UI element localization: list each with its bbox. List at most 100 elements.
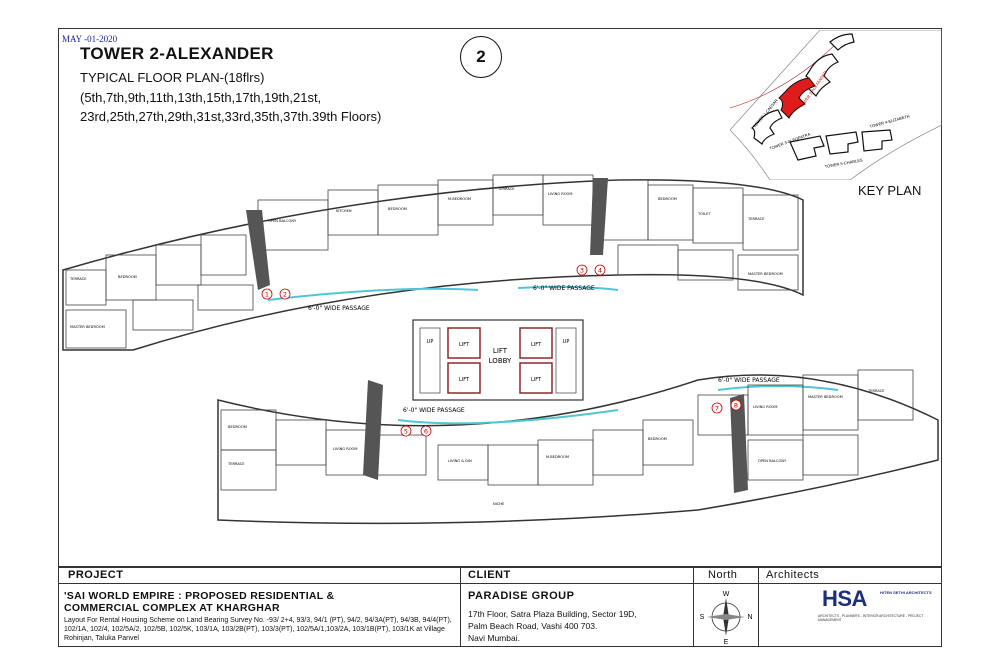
title-block: PROJECT CLIENT North Architects 'SAI WOR… <box>58 566 942 647</box>
client-name: PARADISE GROUP <box>468 590 575 602</box>
title-block-divider-1 <box>460 566 461 647</box>
flat-marker-8: 8 <box>734 402 738 410</box>
room-label: TERRACE <box>867 389 885 393</box>
room-label: KITCHEN <box>336 209 352 213</box>
compass-bottom-label: E <box>724 639 729 646</box>
room-label: BEDROOM <box>658 197 677 201</box>
architects-label: Architects <box>766 569 820 581</box>
tower-2-shape-highlighted <box>778 77 816 119</box>
architect-logo-mark: HSA <box>822 586 867 611</box>
room-label: TERRACE <box>227 462 245 466</box>
title-block-top-line <box>58 566 942 568</box>
room-label: TERRACE <box>747 217 765 221</box>
room-label: NICHE <box>493 502 505 506</box>
room-label: MASTER BEDROOM <box>70 325 105 329</box>
flat-marker-6: 6 <box>424 428 428 436</box>
upper-left-shaft <box>246 210 270 290</box>
key-plan-label: KEY PLAN <box>858 183 922 198</box>
architect-tagline: ARCHITECTS - PLANNERS - INTERIOR ARCHITE… <box>818 614 924 622</box>
room-label: BEDROOM <box>388 207 407 211</box>
flat-marker-5: 5 <box>404 428 408 436</box>
key-plan-diagram: TOWER 1-CAESAR TOWER 2-ALEXANDER TOWER 3… <box>730 30 942 180</box>
room-label: OPEN BALCONY <box>758 459 787 463</box>
passage-label-1: 6'-0" WIDE PASSAGE <box>308 305 370 312</box>
project-name-line-2: COMMERCIAL COMPLEX AT KHARGHAR <box>64 602 280 614</box>
room-labels: TERRACE BEDROOM MASTER BEDROOM OPEN BALC… <box>69 187 885 506</box>
stair-up-label-right: UP <box>563 339 570 345</box>
flat-marker-2: 2 <box>283 291 287 299</box>
flat-marker-4: 4 <box>598 267 602 275</box>
room-label: BEDROOM <box>228 425 247 429</box>
lift-label-1: LIFT <box>459 342 470 348</box>
title-block-header-line <box>58 583 942 584</box>
room-label: LIVING ROOM <box>548 192 572 196</box>
flat-markers: 1 2 3 4 5 6 7 8 <box>261 264 742 437</box>
compass-icon: W E S N <box>700 591 753 646</box>
title-block-divider-2 <box>693 566 694 647</box>
sheet-number: 2 <box>460 36 502 78</box>
room-label: BEDROOM <box>118 275 137 279</box>
client-address-line-3: Navi Mumbai. <box>468 633 520 643</box>
room-label: BEDROOM <box>648 437 667 441</box>
key-plan-tower-4-label: TOWER 4-ELIZABETH <box>869 113 910 129</box>
room-label: M.BEDROOM <box>448 197 471 201</box>
lift-label-2: LIFT <box>459 377 470 383</box>
key-plan-tower-5-label: TOWER 5-CHARLES <box>824 157 863 169</box>
tower-4-shape <box>789 129 893 161</box>
passage-line-upper-left <box>267 287 479 301</box>
client-address: 17th Floor, Satra Plaza Building, Sector… <box>468 608 698 644</box>
upper-wing-rooms <box>65 174 799 349</box>
lift-label-3: LIFT <box>531 342 542 348</box>
room-label: MASTER BEDROOM <box>808 395 843 399</box>
passage-line-lower-right <box>717 385 839 391</box>
lift-lobby-label-2: LOBBY <box>489 357 512 365</box>
staircase-right <box>555 327 577 394</box>
floor-list-line-1: (5th,7th,9th,11th,13th,15th,17th,19th,21… <box>80 90 322 105</box>
passage-label-3: 6'-0" WIDE PASSAGE <box>403 407 465 414</box>
title-block-divider-3 <box>758 566 759 647</box>
room-label: TERRACE <box>69 277 87 281</box>
key-plan-road <box>730 39 841 109</box>
lower-left-shaft <box>363 380 383 480</box>
staircase-left <box>419 327 441 394</box>
room-label: LIVING ROOM <box>333 447 357 451</box>
compass-top-label: W <box>723 591 730 598</box>
lift-2 <box>447 362 481 394</box>
flat-marker-3: 3 <box>580 267 584 275</box>
drawing-sheet-border <box>58 28 942 647</box>
project-description: Layout For Rental Housing Scheme on Land… <box>64 617 452 642</box>
architect-logo: HSA HITEN SETHI ARCHITECTS ARCHITECTS - … <box>818 586 936 642</box>
lift-4 <box>519 362 553 394</box>
flat-marker-1: 1 <box>265 291 269 299</box>
room-label: MASTER BEDROOM <box>748 272 783 276</box>
passage-line-upper-right <box>517 285 619 291</box>
lift-1 <box>447 327 481 359</box>
upper-wing-outline <box>62 179 804 351</box>
drawing-subtitle: TYPICAL FLOOR PLAN-(18flrs) <box>80 70 265 85</box>
project-name: 'SAI WORLD EMPIRE : PROPOSED RESIDENTIAL… <box>64 590 454 614</box>
flat-marker-7: 7 <box>715 405 719 413</box>
lift-3 <box>519 327 553 359</box>
passage-label-2: 6'-0" WIDE PASSAGE <box>533 285 595 292</box>
drawing-date: MAY -01-2020 <box>62 34 118 44</box>
stair-up-label-left: UP <box>427 339 434 345</box>
passage-line-lower <box>397 409 619 425</box>
north-label: North <box>708 569 738 581</box>
lower-wing-rooms <box>220 369 914 491</box>
passage-label-4: 6'-0" WIDE PASSAGE <box>718 377 780 384</box>
drawing-title: TOWER 2-ALEXANDER <box>80 44 274 63</box>
room-label: LIVING ROOM <box>753 405 777 409</box>
tower-3-shape <box>750 109 783 145</box>
compass-left-label: S <box>700 614 705 621</box>
project-label: PROJECT <box>68 569 124 581</box>
compass-right-label: N <box>747 614 752 621</box>
client-label: CLIENT <box>468 569 511 581</box>
floor-plan-drawing: LIFT LIFT LIFT LIFT LIFT LOBBY UP UP 6'-… <box>62 174 939 525</box>
lift-label-4: LIFT <box>531 377 542 383</box>
room-label: OPEN BALCONY <box>268 219 297 223</box>
architect-name: HITEN SETHI ARCHITECTS <box>880 590 932 595</box>
lift-lobby-label-1: LIFT <box>493 347 508 355</box>
room-label: M.BEDROOM <box>546 455 569 459</box>
room-label: LIVING & DIN <box>448 459 472 463</box>
lower-right-shaft <box>730 394 748 493</box>
